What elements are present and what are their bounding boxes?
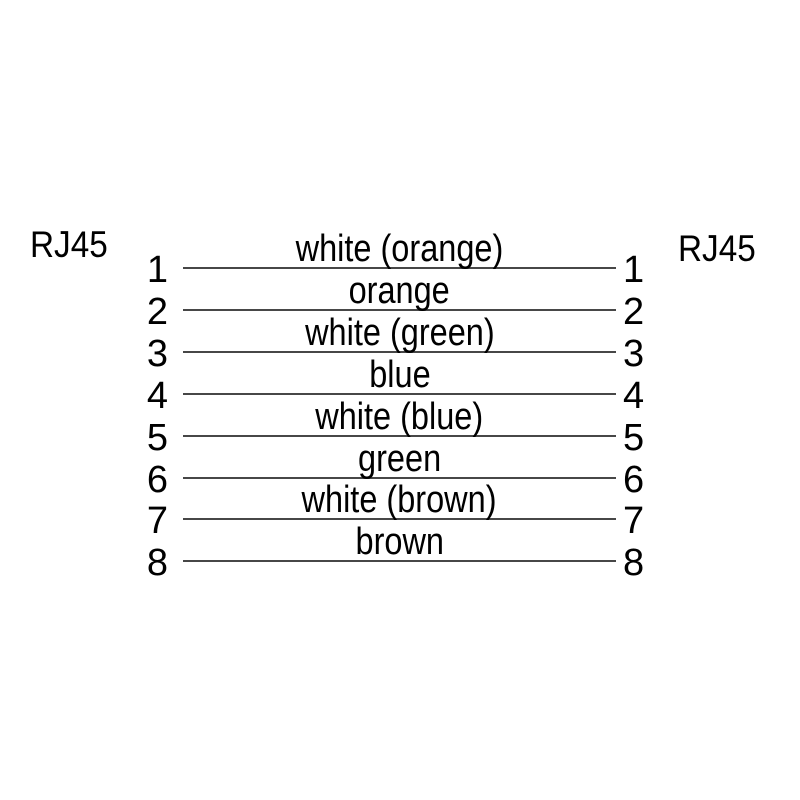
right-connector-label-text: RJ45	[678, 228, 756, 269]
left-connector-label-text: RJ45	[30, 224, 108, 265]
wire-label-text: white (orange)	[295, 228, 504, 270]
pin-number-right: 5	[623, 417, 645, 459]
wire-label: white (blue)	[183, 396, 616, 438]
wire-label: blue	[183, 354, 616, 396]
wire-line	[183, 351, 616, 353]
wire-label: orange	[183, 270, 616, 312]
pin-number-right: 2	[623, 291, 645, 333]
wire-line	[183, 309, 616, 311]
pin-number-left: 7	[146, 500, 168, 542]
pin-number-left: 3	[146, 333, 168, 375]
wire-line	[183, 267, 616, 269]
left-connector-label: RJ45	[30, 224, 116, 265]
right-connector-label: RJ45	[678, 228, 764, 269]
wire-line	[183, 477, 616, 479]
pin-number-left: 1	[146, 249, 168, 291]
wire-label: green	[183, 438, 616, 480]
wire-label: white (green)	[183, 312, 616, 354]
wire-label-text: white (brown)	[301, 479, 497, 521]
pin-number-right: 7	[623, 500, 645, 542]
wire-label-text: white (blue)	[315, 396, 484, 438]
pin-number-right: 1	[623, 249, 645, 291]
pin-number-right: 3	[623, 333, 645, 375]
wire-line	[183, 518, 616, 520]
pin-number-right: 6	[623, 459, 645, 501]
wire-label: white (brown)	[183, 479, 616, 521]
pin-number-left: 6	[146, 459, 168, 501]
wire-line	[183, 560, 616, 562]
pin-number-left: 5	[146, 417, 168, 459]
pin-number-left: 4	[146, 375, 168, 417]
wire-label: white (orange)	[183, 228, 616, 270]
wire-label-text: orange	[348, 270, 451, 312]
wire-label-text: brown	[355, 521, 444, 563]
pin-number-left: 8	[146, 542, 168, 584]
wire-label-text: blue	[368, 354, 431, 396]
wire-label-text: green	[357, 438, 442, 480]
wire-label-text: white (green)	[304, 312, 495, 354]
wire-label: brown	[183, 521, 616, 563]
wire-line	[183, 435, 616, 437]
pin-number-right: 8	[623, 542, 645, 584]
pin-number-left: 2	[146, 291, 168, 333]
wire-line	[183, 393, 616, 395]
pin-number-right: 4	[623, 375, 645, 417]
